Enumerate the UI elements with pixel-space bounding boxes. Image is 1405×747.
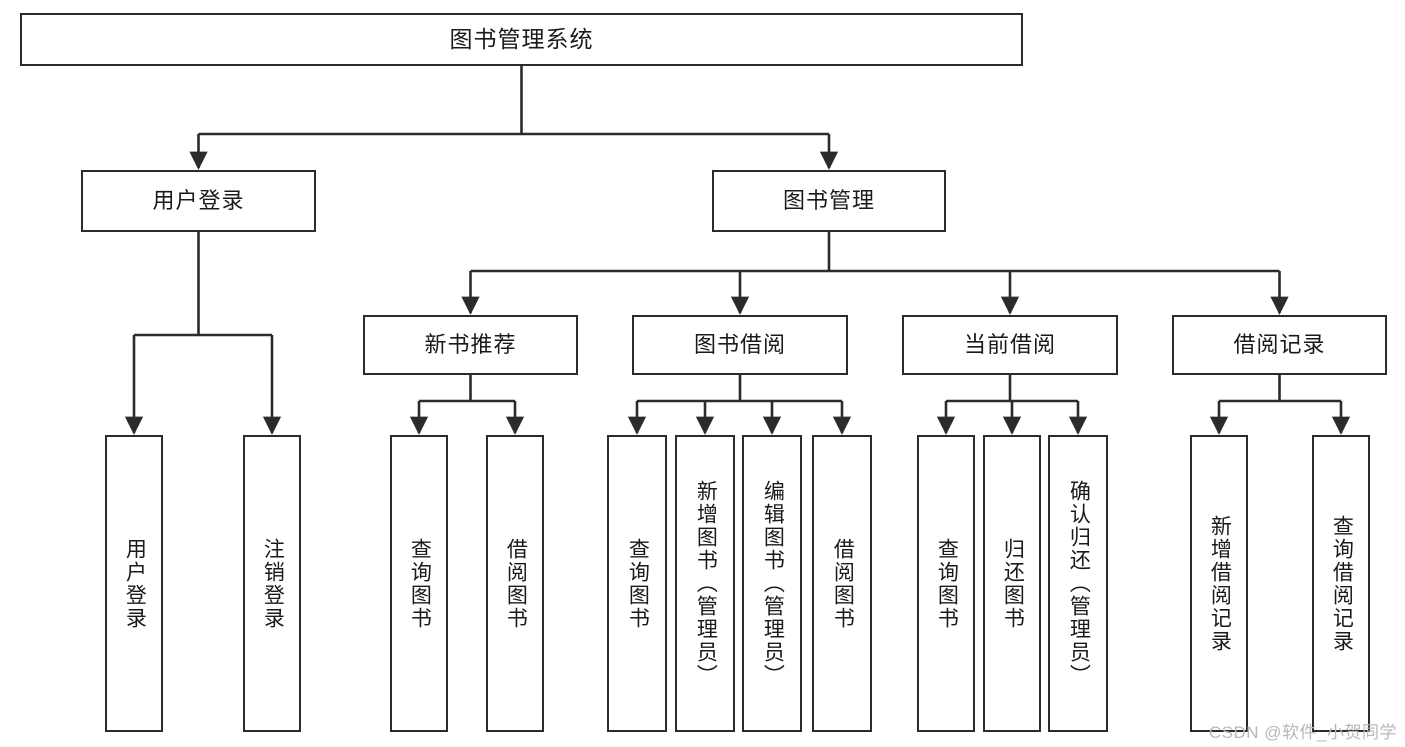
- node-borrow-record-label: 借阅记录: [1233, 331, 1326, 357]
- node-leaf-return-book-label: 归还图书: [1001, 537, 1025, 630]
- node-leaf-edit-book-label: 编辑图书（管理员）: [761, 480, 785, 687]
- node-user-login-label: 用户登录: [152, 187, 245, 213]
- node-leaf-borrow-book-1[interactable]: 借阅图书: [486, 435, 544, 732]
- node-leaf-confirm-return[interactable]: 确认归还（管理员）: [1048, 435, 1108, 732]
- node-book-manage-label: 图书管理: [782, 187, 875, 213]
- node-leaf-add-book[interactable]: 新增图书（管理员）: [675, 435, 735, 732]
- node-leaf-add-record[interactable]: 新增借阅记录: [1190, 435, 1248, 732]
- node-leaf-confirm-return-label: 确认归还（管理员）: [1067, 480, 1091, 687]
- node-new-book-rec[interactable]: 新书推荐: [363, 315, 578, 375]
- node-current-borrow[interactable]: 当前借阅: [902, 315, 1118, 375]
- node-leaf-user-login-label: 用户登录: [123, 537, 147, 630]
- node-leaf-query-book-2-label: 查询图书: [626, 537, 650, 630]
- node-leaf-query-book-1-label: 查询图书: [408, 537, 432, 630]
- node-leaf-user-login[interactable]: 用户登录: [105, 435, 163, 732]
- node-leaf-query-book-2[interactable]: 查询图书: [607, 435, 667, 732]
- node-book-manage[interactable]: 图书管理: [712, 170, 946, 232]
- node-leaf-add-record-label: 新增借阅记录: [1208, 514, 1232, 653]
- node-leaf-query-record-label: 查询借阅记录: [1330, 514, 1354, 653]
- node-book-borrow[interactable]: 图书借阅: [632, 315, 848, 375]
- node-new-book-rec-label: 新书推荐: [424, 331, 517, 357]
- node-leaf-logout[interactable]: 注销登录: [243, 435, 301, 732]
- node-leaf-query-book-3-label: 查询图书: [935, 537, 959, 630]
- node-current-borrow-label: 当前借阅: [963, 331, 1056, 357]
- node-leaf-edit-book[interactable]: 编辑图书（管理员）: [742, 435, 802, 732]
- node-leaf-return-book[interactable]: 归还图书: [983, 435, 1041, 732]
- node-leaf-query-book-3[interactable]: 查询图书: [917, 435, 975, 732]
- node-leaf-add-book-label: 新增图书（管理员）: [694, 480, 718, 687]
- node-leaf-borrow-book-1-label: 借阅图书: [504, 537, 528, 630]
- node-borrow-record[interactable]: 借阅记录: [1172, 315, 1387, 375]
- node-leaf-query-book-1[interactable]: 查询图书: [390, 435, 448, 732]
- node-book-borrow-label: 图书借阅: [693, 331, 786, 357]
- node-root-label: 图书管理系统: [449, 25, 594, 52]
- node-root[interactable]: 图书管理系统: [20, 13, 1023, 66]
- watermark: CSDN @软件_小贺同学: [1208, 723, 1397, 742]
- node-user-login[interactable]: 用户登录: [81, 170, 316, 232]
- node-leaf-logout-label: 注销登录: [261, 537, 285, 630]
- node-leaf-query-record[interactable]: 查询借阅记录: [1312, 435, 1370, 732]
- node-leaf-borrow-book-2-label: 借阅图书: [831, 537, 855, 630]
- node-leaf-borrow-book-2[interactable]: 借阅图书: [812, 435, 872, 732]
